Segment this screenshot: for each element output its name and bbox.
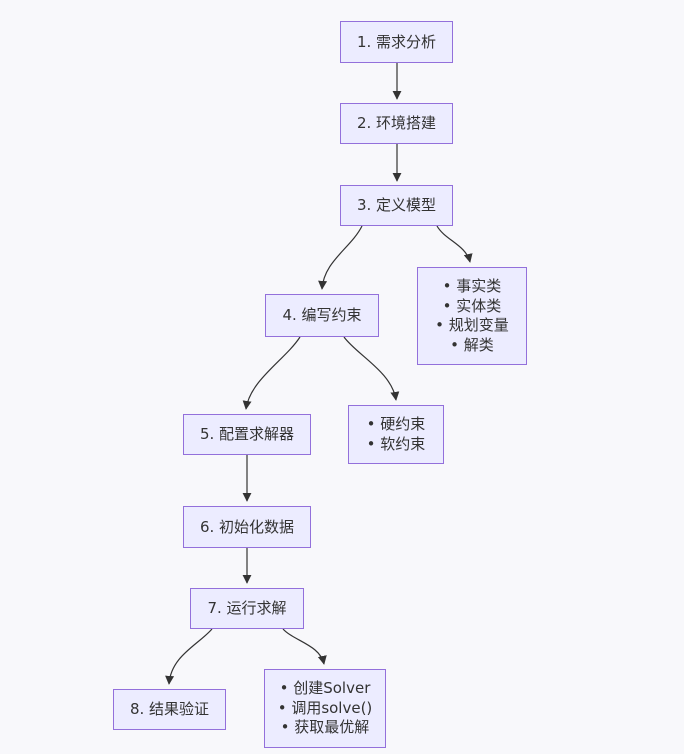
bullet-item: 创建Solver: [280, 679, 370, 699]
node-step-1: 1. 需求分析: [340, 21, 453, 63]
edge-step7-step8: [165, 628, 213, 685]
node-step-2-label: 2. 环境搭建: [356, 114, 437, 133]
node-step-1-label: 1. 需求分析: [356, 32, 437, 51]
node-detail-solver-calls: 创建Solver 调用solve() 获取最优解: [264, 669, 386, 748]
node-step-2: 2. 环境搭建: [340, 103, 453, 144]
edge-step7-solver-calls: [282, 628, 327, 665]
node-step-6: 6. 初始化数据: [183, 506, 311, 548]
node-step-3: 3. 定义模型: [340, 185, 453, 226]
edge-step4-step5: [242, 336, 301, 410]
node-step-4-label: 4. 编写约束: [282, 306, 362, 325]
bullet-item: 事实类: [443, 277, 501, 297]
bullet-item: 获取最优解: [281, 718, 369, 738]
bullet-item: 规划变量: [435, 316, 509, 336]
bullet-item: 硬约束: [367, 415, 425, 435]
bullet-item: 软约束: [367, 435, 425, 455]
node-step-7-label: 7. 运行求解: [207, 599, 287, 618]
edge-step4-constraint-types: [343, 336, 400, 401]
bullet-item: 实体类: [443, 297, 501, 317]
node-step-4: 4. 编写约束: [265, 294, 379, 337]
bullet-item: 调用solve(): [278, 699, 372, 719]
node-step-5: 5. 配置求解器: [183, 414, 311, 455]
edge-step3-step4: [318, 225, 363, 290]
node-step-8: 8. 结果验证: [113, 689, 226, 730]
node-step-6-label: 6. 初始化数据: [199, 517, 295, 536]
node-step-7: 7. 运行求解: [190, 588, 304, 629]
node-detail-constraint-types: 硬约束 软约束: [348, 405, 444, 464]
edge-step3-model-classes: [436, 225, 473, 263]
node-detail-model-classes: 事实类 实体类 规划变量 解类: [417, 267, 527, 365]
node-step-8-label: 8. 结果验证: [129, 700, 210, 719]
node-step-5-label: 5. 配置求解器: [199, 425, 295, 444]
node-step-3-label: 3. 定义模型: [356, 196, 437, 215]
bullet-item: 解类: [450, 336, 494, 356]
